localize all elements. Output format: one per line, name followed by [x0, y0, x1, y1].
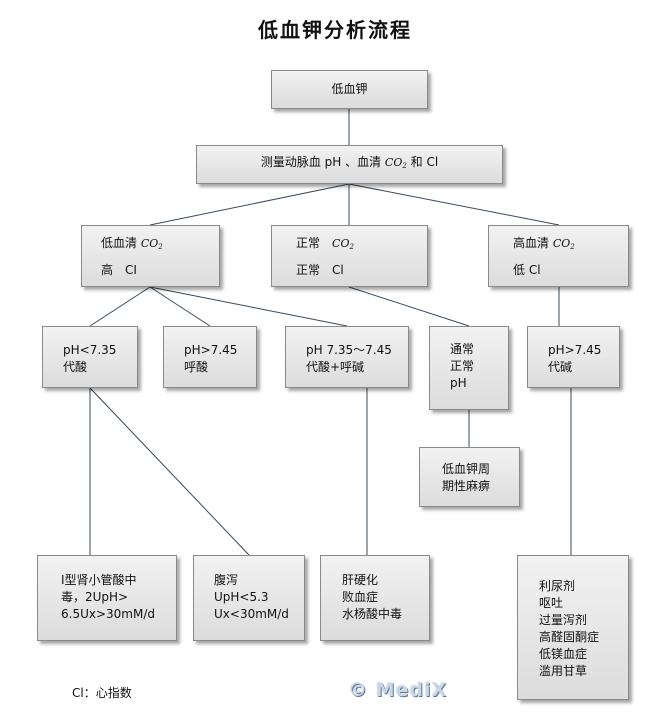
connector	[149, 286, 348, 327]
node-low-co2: 低血清 CO2 高 CI	[81, 225, 220, 287]
node-line: 水杨酸中毒	[342, 607, 403, 621]
ph-type: 代酸+呼碱	[306, 360, 365, 374]
page-title: 低血钾分析流程	[258, 18, 412, 42]
node-normal-co2-line1: 正常 CO2	[296, 236, 354, 251]
cause-item: 过量泻剂	[539, 613, 588, 627]
connector	[149, 286, 211, 327]
ph-value: pH 7.35～7.45	[306, 343, 392, 357]
node-line: UpH<5.3	[214, 590, 269, 604]
ph-line: 通常	[450, 342, 475, 356]
ph-value: pH<7.35	[63, 343, 117, 357]
cause-item: 高醛固酮症	[539, 630, 600, 644]
node-root-label: 低血钾	[331, 82, 368, 96]
node-line: 6.5Ux>30mM/d	[61, 607, 155, 621]
node-line: 低血钾周	[442, 462, 491, 476]
node-line: Ⅰ型肾小管酸中	[61, 573, 137, 587]
node-root: 低血钾	[271, 70, 428, 109]
ph-type: 呼酸	[184, 360, 209, 374]
cause-item: 呕吐	[539, 596, 564, 610]
node-diarrhea: 腹泻 UpH<5.3 Ux<30mM/d	[193, 555, 305, 641]
node-ph-mixed: pH 7.35～7.45 代酸+呼碱	[285, 326, 409, 388]
cause-item: 低镁血症	[539, 647, 588, 661]
node-normal-co2-line2: 正常 Cl	[296, 263, 344, 277]
node-measure-label: 测量动脉血 pH 、血清 CO2 和 Cl	[261, 154, 438, 175]
connector	[149, 183, 350, 226]
node-line: 期性麻痹	[442, 479, 491, 493]
node-normal-co2: 正常 CO2 正常 Cl	[271, 225, 428, 287]
node-ph-alk: pH>7.45 代碱	[527, 326, 620, 388]
measure-prefix: 测量动脉血 pH 、血清	[260, 155, 382, 169]
ph-line: pH	[450, 376, 467, 390]
node-alk-causes: 利尿剂 呕吐 过量泻剂 高醛固酮症 低镁血症 滥用甘草	[517, 555, 629, 700]
connector	[89, 286, 151, 327]
ph-value: pH>7.45	[184, 343, 238, 357]
node-low-co2-line2: 高 CI	[101, 263, 137, 277]
node-ph-low: pH<7.35 代酸	[42, 326, 138, 388]
node-line: 败血症	[342, 590, 379, 604]
watermark: © MediX	[348, 679, 448, 701]
node-line: 腹泻	[214, 573, 239, 587]
co2-symbol: CO2	[384, 156, 407, 170]
node-low-co2-line1: 低血清 CO2	[101, 236, 163, 251]
ph-line: 正常	[450, 359, 475, 373]
node-ph-high-resp: pH>7.45 呼酸	[163, 326, 257, 388]
measure-suffix: 和 Cl	[410, 155, 439, 169]
node-line: 毒，2UpH>	[61, 590, 129, 604]
node-cirrhosis: 肝硬化 败血症 水杨酸中毒	[320, 555, 430, 641]
node-line: Ux<30mM/d	[214, 607, 289, 621]
node-high-co2-line1: 高血清 CO2	[513, 236, 575, 251]
connector	[348, 286, 470, 327]
ph-value: pH>7.45	[548, 343, 602, 357]
node-ph-normal: 通常 正常 pH	[429, 326, 509, 410]
node-high-co2: 高血清 CO2 低 Cl	[488, 225, 629, 287]
cause-item: 利尿剂	[539, 579, 576, 593]
node-periodic-paralysis: 低血钾周 期性麻痹	[419, 447, 520, 507]
ph-type: 代酸	[63, 360, 88, 374]
ph-type: 代碱	[548, 360, 573, 374]
connector	[348, 183, 560, 226]
legend-note: Cl：心指数	[72, 686, 132, 700]
node-line: 肝硬化	[342, 573, 379, 587]
cause-item: 滥用甘草	[539, 664, 588, 678]
node-measure: 测量动脉血 pH 、血清 CO2 和 Cl	[196, 145, 503, 184]
node-high-co2-line2: 低 Cl	[513, 263, 541, 277]
node-rta: Ⅰ型肾小管酸中 毒，2UpH> 6.5Ux>30mM/d	[37, 555, 177, 641]
connector	[89, 387, 250, 556]
